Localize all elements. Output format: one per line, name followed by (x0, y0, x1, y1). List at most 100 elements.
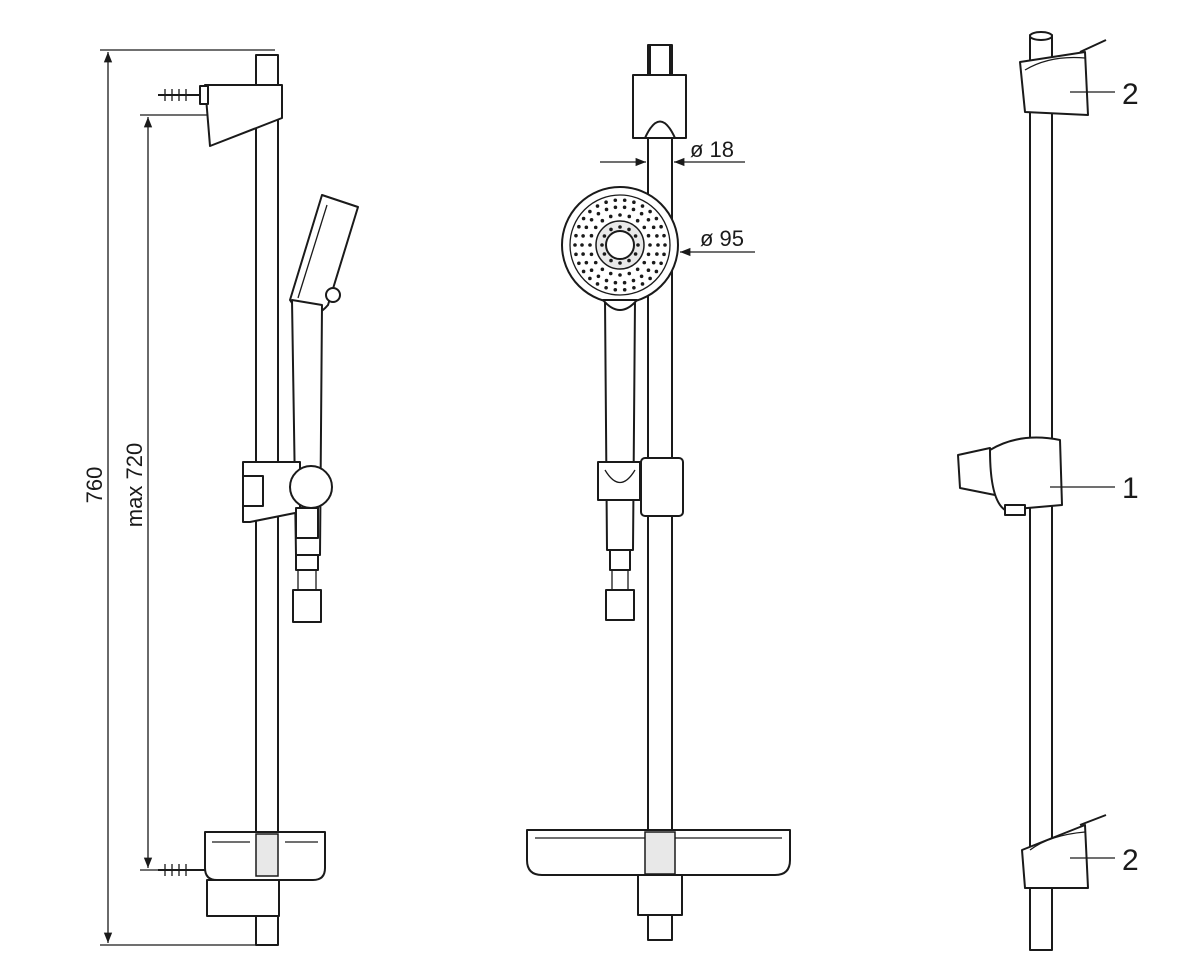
nozzle-dot (577, 261, 581, 266)
dimension-overall (100, 49, 275, 946)
nozzle-dot (663, 243, 667, 247)
nozzle-dot (622, 280, 627, 285)
nozzle-dot (648, 276, 652, 281)
dimension-max-adjust (140, 114, 210, 871)
nozzle-dot (662, 252, 666, 257)
shower-head-front (561, 186, 679, 621)
nozzle-dot (651, 260, 656, 265)
nozzle-dot (604, 207, 609, 212)
nozzle-dot (596, 211, 601, 216)
dim-label-head-diameter: ø 95 (700, 226, 744, 251)
slider-holder-front (597, 457, 684, 517)
nozzle-dot (577, 224, 581, 229)
nozzle-dot (640, 204, 645, 208)
nozzle-dot (646, 218, 651, 222)
nozzle-dot (584, 225, 589, 230)
nozzle-dot (608, 214, 613, 219)
nozzle-dot (631, 278, 636, 283)
nozzle-dot (600, 218, 605, 223)
nozzle-dot (654, 216, 659, 221)
nozzle-dot (584, 260, 589, 265)
nozzle-dot (627, 271, 632, 276)
callout-top-bracket: 2 (1122, 78, 1139, 111)
nozzle-dot (596, 274, 601, 279)
nozzle-dot (646, 233, 651, 238)
nozzle-dot (655, 234, 659, 238)
nozzle-dot (604, 285, 608, 290)
nozzle-dot (632, 200, 636, 205)
spray-nozzles (573, 198, 667, 292)
slider-holder-side (242, 461, 333, 539)
nozzle-dot (580, 243, 584, 247)
nozzle-dot (588, 276, 592, 281)
nozzle-dot (604, 200, 608, 205)
nozzle-dot (618, 213, 622, 217)
nozzle-dot (636, 243, 640, 247)
callout-bottom-bracket: 2 (1122, 844, 1139, 877)
nozzle-dot (635, 218, 640, 223)
nozzle-dot (604, 278, 609, 283)
nozzle-dot (609, 258, 613, 263)
nozzle-dot (602, 252, 607, 256)
nozzle-dot (589, 268, 594, 272)
nozzle-dot (632, 285, 636, 290)
nozzle-dot (608, 271, 613, 276)
nozzle-dot (627, 214, 632, 219)
dim-label-max-720: max 720 (122, 443, 147, 527)
nozzle-dot (589, 233, 594, 238)
screw (158, 89, 200, 101)
nozzle-dot (573, 243, 577, 247)
nozzle-dot (633, 252, 638, 256)
front-view: ø 18 ø 95 (526, 44, 791, 941)
top-wall-bracket (632, 74, 687, 139)
slider-part-1 (957, 436, 1115, 516)
nozzle-dot (642, 225, 647, 230)
nozzle-dot (655, 252, 659, 256)
nozzle-dot (595, 204, 600, 208)
nozzle-dot (631, 207, 636, 212)
nozzle-dot (588, 243, 592, 247)
soap-dish-side (158, 831, 326, 917)
nozzle-dot (648, 209, 652, 214)
nozzle-dot (581, 269, 586, 274)
top-rail-cap (649, 44, 671, 76)
nozzle-dot (633, 234, 638, 238)
nozzle-dot (618, 225, 622, 229)
nozzle-dot (618, 261, 622, 265)
nozzle-dot (654, 269, 659, 274)
nozzle-dot (639, 274, 644, 279)
nozzle-dot (581, 252, 585, 256)
nozzle-dot (646, 268, 651, 272)
top-wall-bracket (158, 84, 283, 147)
callout-slider: 1 (1122, 472, 1139, 505)
bottom-wall-bracket-part-2 (1021, 814, 1115, 889)
nozzle-dot (600, 243, 604, 247)
nozzle-dot (581, 234, 585, 238)
nozzle-dot (622, 287, 627, 292)
nozzle-dot (646, 252, 651, 257)
nozzle-dot (648, 243, 652, 247)
nozzle-dot (662, 233, 666, 238)
nozzle-dot (613, 198, 618, 203)
nozzle-dot (588, 209, 592, 214)
nozzle-dot (651, 225, 656, 230)
nozzle-dot (613, 280, 618, 285)
top-wall-bracket-part-2 (1019, 39, 1115, 116)
nozzle-dot (589, 218, 594, 222)
nozzle-dot (609, 227, 613, 232)
nozzle-dot (642, 260, 647, 265)
nozzle-dot (659, 261, 663, 266)
nozzle-dot (574, 252, 578, 257)
nozzle-dot (593, 225, 598, 230)
nozzle-dot (639, 211, 644, 216)
nozzle-dot (574, 233, 578, 238)
nozzle-dot (593, 260, 598, 265)
nozzle-dot (635, 267, 640, 272)
nozzle-dot (613, 205, 618, 210)
nozzle-dot (627, 227, 631, 232)
nozzle-dot (656, 243, 660, 247)
parts-view: 2 1 2 (957, 31, 1139, 951)
hand-shower-side (289, 194, 359, 623)
